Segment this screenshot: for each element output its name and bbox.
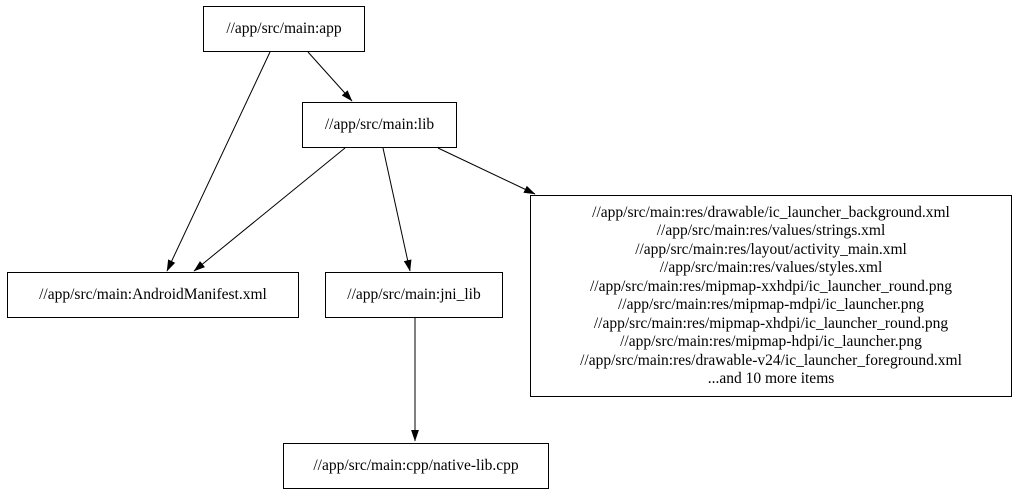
res-file-line: //app/src/main:res/mipmap-hdpi/ic_launch… [620, 333, 922, 350]
edge-lib-res-group [437, 147, 536, 195]
node-jni-lib: //app/src/main:jni_lib [325, 272, 503, 318]
node-app: //app/src/main:app [203, 6, 365, 52]
node-res-group: //app/src/main:res/drawable/ic_launcher_… [530, 195, 1012, 397]
res-file-line: //app/src/main:res/values/styles.xml [659, 259, 883, 276]
res-file-line: //app/src/main:res/drawable/ic_launcher_… [592, 203, 950, 221]
node-native-lib-cpp: //app/src/main:cpp/native-lib.cpp [283, 443, 549, 489]
node-app-label: //app/src/main:app [226, 19, 342, 37]
res-file-line: //app/src/main:res/mipmap-xhdpi/ic_launc… [593, 314, 949, 332]
node-jni-lib-label: //app/src/main:jni_lib [347, 285, 481, 303]
res-file-line: //app/src/main:res/mipmap-xxhdpi/ic_laun… [589, 277, 952, 295]
res-more-items-note: ...and 10 more items [707, 370, 835, 387]
node-lib: //app/src/main:lib [302, 102, 457, 148]
node-android-manifest: //app/src/main:AndroidManifest.xml [7, 272, 299, 318]
node-android-manifest-label: //app/src/main:AndroidManifest.xml [39, 285, 267, 303]
edge-app-lib [307, 51, 353, 102]
edge-lib-jni-lib [382, 147, 412, 272]
res-file-line: //app/src/main:res/drawable-v24/ic_launc… [580, 351, 962, 369]
edge-lib-manifest [193, 147, 346, 272]
res-file-line: //app/src/main:res/mipmap-mdpi/ic_launch… [617, 296, 925, 313]
node-native-lib-cpp-label: //app/src/main:cpp/native-lib.cpp [313, 456, 519, 474]
res-file-line: //app/src/main:res/values/strings.xml [656, 222, 886, 239]
res-file-line: //app/src/main:res/layout/activity_main.… [635, 240, 907, 258]
node-lib-label: //app/src/main:lib [324, 115, 435, 133]
edge-app-manifest [166, 51, 271, 272]
